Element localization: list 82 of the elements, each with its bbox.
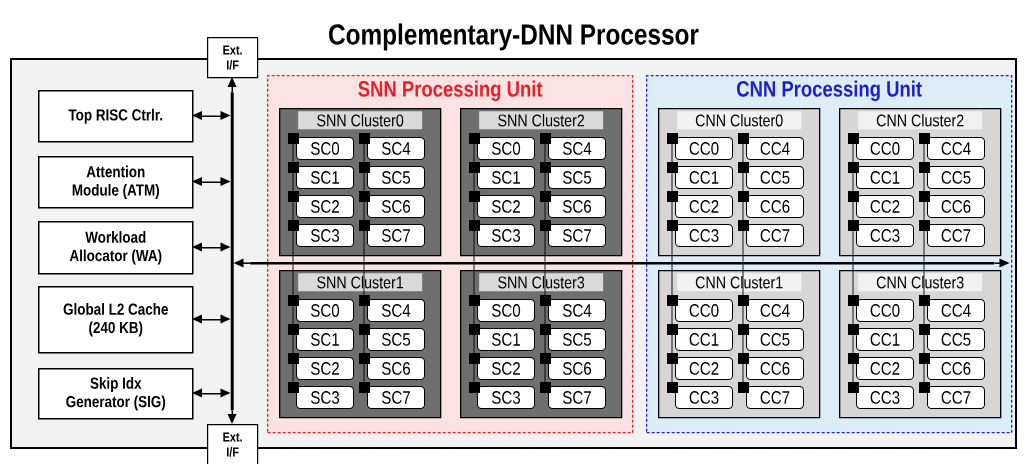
core-box: CC6	[746, 195, 804, 218]
core-box: SC2	[477, 357, 535, 380]
core-box: SC0	[296, 299, 354, 322]
core-box: CC1	[856, 328, 914, 351]
core-box: CC4	[927, 299, 985, 322]
core-box: CC3	[856, 386, 914, 409]
core-box: SC1	[477, 166, 535, 189]
core-box: SC4	[548, 299, 606, 322]
core-box: SC6	[367, 357, 425, 380]
core-box: CC1	[675, 166, 733, 189]
arrow	[192, 388, 231, 398]
core-box: SC4	[367, 299, 425, 322]
core-box: SC1	[296, 166, 354, 189]
core-box: CC7	[927, 386, 985, 409]
core-box: CC7	[927, 224, 985, 247]
arrow	[192, 177, 231, 186]
core-box: SC3	[477, 386, 535, 409]
module-box: Workload Allocator (WA)	[38, 221, 194, 275]
core-box: SC3	[477, 224, 535, 247]
arrow	[192, 314, 231, 324]
core-box: SC3	[296, 386, 354, 409]
core-box: SC0	[477, 299, 535, 322]
core-box: SC6	[548, 195, 606, 218]
core-box: SC1	[296, 328, 354, 351]
core-box: CC6	[746, 357, 804, 380]
core-box: CC1	[856, 166, 914, 189]
core-box: CC2	[856, 357, 914, 380]
arrow	[227, 409, 237, 424]
core-box: SC7	[548, 386, 606, 409]
core-box: CC5	[927, 166, 985, 189]
core-box: SC0	[296, 137, 354, 160]
node-label: Complementary-DNN Processor	[329, 23, 699, 51]
core-box: SC4	[548, 137, 606, 160]
core-box: CC5	[927, 328, 985, 351]
core-box: SC5	[548, 328, 606, 351]
core-box: CC2	[675, 195, 733, 218]
core-box: SC0	[477, 137, 535, 160]
core-box: CC3	[856, 224, 914, 247]
arrow	[993, 258, 1010, 268]
core-box: CC3	[675, 386, 733, 409]
core-box: CC5	[746, 166, 804, 189]
core-box: CC0	[675, 137, 733, 160]
core-box: SC2	[296, 357, 354, 380]
module-box: Global L2 Cache (240 KB)	[38, 286, 194, 354]
core-box: CC7	[746, 224, 804, 247]
core-box: CC5	[746, 328, 804, 351]
arrow	[192, 111, 231, 120]
bus-bar	[250, 261, 995, 265]
core-box: SC5	[367, 166, 425, 189]
core-box: CC7	[746, 386, 804, 409]
core-box: SC2	[296, 195, 354, 218]
core-box: SC7	[367, 224, 425, 247]
core-box: CC6	[927, 195, 985, 218]
core-box: SC6	[367, 195, 425, 218]
core-box: CC2	[675, 357, 733, 380]
core-box: SC7	[548, 224, 606, 247]
core-box: CC4	[746, 299, 804, 322]
core-box: CC4	[927, 137, 985, 160]
core-box: CC3	[675, 224, 733, 247]
core-box: CC0	[856, 299, 914, 322]
core-box: SC7	[367, 386, 425, 409]
core-box: SC2	[477, 195, 535, 218]
core-box: SC4	[367, 137, 425, 160]
core-box: SC3	[296, 224, 354, 247]
core-box: CC2	[856, 195, 914, 218]
arrow	[227, 77, 237, 93]
arrow	[233, 258, 251, 268]
core-box: CC4	[746, 137, 804, 160]
arrow	[192, 242, 231, 252]
core-box: SC1	[477, 328, 535, 351]
core-box: SC5	[367, 328, 425, 351]
module-box: Top RISC Ctrlr.	[38, 90, 194, 143]
core-box: CC0	[675, 299, 733, 322]
core-box: SC6	[548, 357, 606, 380]
core-box: CC0	[856, 137, 914, 160]
module-box: Skip Idx Generator (SIG)	[38, 368, 194, 420]
core-box: SC5	[548, 166, 606, 189]
interface-box: Ext. I/F	[207, 424, 259, 464]
interface-box: Ext. I/F	[207, 37, 259, 79]
core-box: CC6	[927, 357, 985, 380]
module-box: Attention Module (ATM)	[38, 156, 194, 209]
core-box: CC1	[675, 328, 733, 351]
